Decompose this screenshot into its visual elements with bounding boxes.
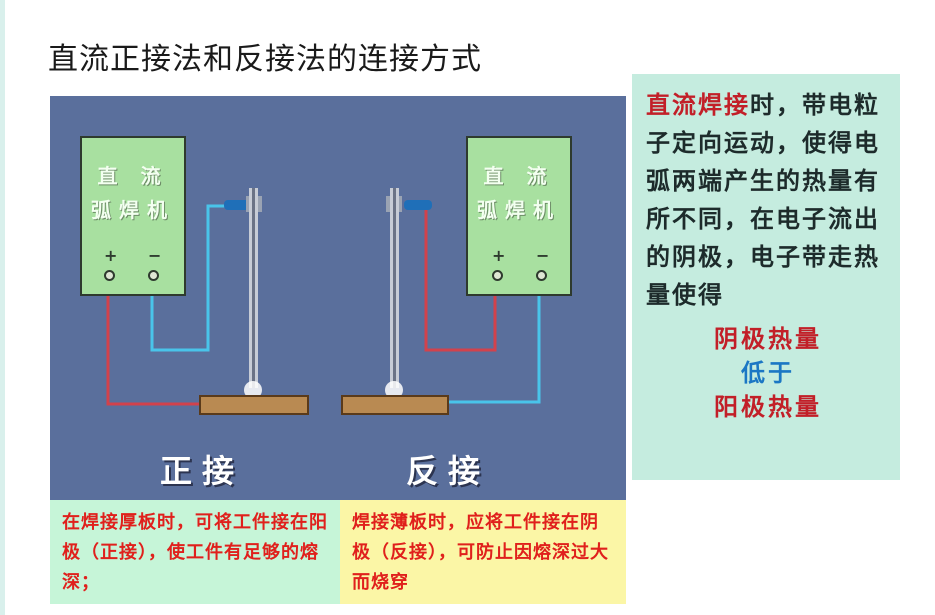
slide-title: 直流正接法和反接法的连接方式 [48, 42, 482, 77]
thick-plate-caption: 在焊接厚板时，可将工件接在阳极（正接），使工件有足够的熔深； [50, 500, 340, 604]
machine-name-line2: 弧焊机 [477, 198, 561, 222]
explanation-highlight: 直流焊接 [646, 91, 750, 119]
straight-polarity-label: 正接 [160, 452, 245, 490]
machine-name-line2: 弧焊机 [91, 198, 175, 222]
cathode-heat-text: 阴极热量 [714, 325, 822, 353]
slide-edge-strip [0, 0, 5, 615]
anode-heat-text: 阳极热量 [714, 393, 822, 421]
left-welding-machine: 直 流 弧焊机 + − [80, 136, 186, 296]
positive-terminal-icon [492, 270, 503, 281]
left-negative-wire [150, 204, 226, 352]
explanation-conclusion: 阴极热量 低于 阳极热量 [646, 322, 890, 424]
negative-terminal-icon [148, 270, 159, 281]
right-welding-machine: 直 流 弧焊机 + − [466, 136, 572, 296]
right-electrode-holder [404, 200, 432, 210]
positive-terminal-sign: + [104, 246, 118, 265]
lower-than-text: 低于 [741, 359, 795, 387]
right-workpiece [341, 395, 449, 415]
explanation-body: 时，带电粒子定向运动，使得电弧两端产生的热量有所不同，在电子流出的阴极，电子带走… [646, 91, 880, 309]
negative-terminal-sign: − [536, 246, 550, 265]
left-workpiece [199, 395, 309, 415]
left-arc-glow [244, 381, 262, 399]
machine-name-line1: 直 流 [97, 164, 169, 188]
thin-plate-caption: 焊接薄板时，应将工件接在阴极（反接），可防止因熔深过大而烧穿 [340, 500, 626, 604]
explanation-text: 直流焊接时，带电粒子定向运动，使得电弧两端产生的热量有所不同，在电子流出的阴极，… [646, 86, 890, 314]
explanation-panel: 直流焊接时，带电粒子定向运动，使得电弧两端产生的热量有所不同，在电子流出的阴极，… [632, 74, 900, 480]
left-electrode-holder [224, 200, 252, 210]
positive-terminal-icon [104, 270, 115, 281]
right-negative-wire [445, 274, 541, 404]
reverse-polarity-label: 反接 [406, 452, 491, 490]
diagram-wiring [106, 188, 541, 415]
left-positive-wire [106, 274, 200, 406]
welding-diagram: 直 流 弧焊机 + − 直 流 弧焊机 + − 正接 反接 [50, 96, 626, 500]
positive-terminal-sign: + [492, 246, 506, 265]
negative-terminal-icon [536, 270, 547, 281]
right-arc-glow [385, 381, 403, 399]
machine-name-line1: 直 流 [483, 164, 555, 188]
negative-terminal-sign: − [148, 246, 162, 265]
